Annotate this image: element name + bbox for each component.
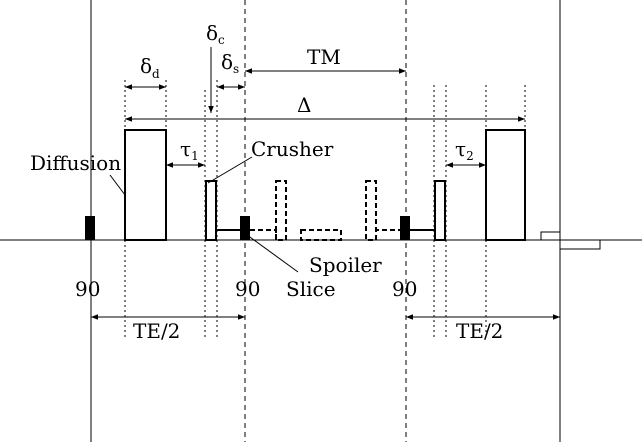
label-big-delta: Δ [297,93,311,117]
rf-pulse-2 [240,216,250,240]
label-crusher: Crusher [251,137,334,161]
slice-gradient-1 [215,229,240,240]
label-delta-c: δc [206,21,225,47]
dashed-gradients [250,180,400,241]
label-spoiler: Spoiler [309,253,382,277]
readout-pos [540,231,561,241]
label-delta-d: δd [140,54,160,81]
label-tau1: τ1 [180,137,199,163]
diffusion-gradient-2 [485,129,526,241]
label-tau2: τ2 [455,137,474,163]
label-slice: Slice [286,277,336,301]
diffusion-gradient-1 [124,129,167,241]
readout-neg [559,239,601,250]
label-diffusion: Diffusion [30,151,121,175]
rf-pulse-1 [85,216,95,240]
label-pulse-1: 90 [75,277,100,301]
crusher-gradient-1 [205,180,217,241]
label-te-half-right: TE/2 [456,319,503,343]
label-te-half-left: TE/2 [133,319,180,343]
label-tm: TM [307,45,341,69]
label-pulse-2: 90 [235,277,260,301]
crusher-gradient-2 [434,180,446,241]
rf-pulse-3 [400,216,410,240]
leader-lines [109,156,299,273]
label-pulse-3: 90 [392,277,417,301]
dimension-arrows [91,47,560,320]
slice-gradient-2 [410,229,436,240]
label-delta-s: δs [221,50,239,76]
